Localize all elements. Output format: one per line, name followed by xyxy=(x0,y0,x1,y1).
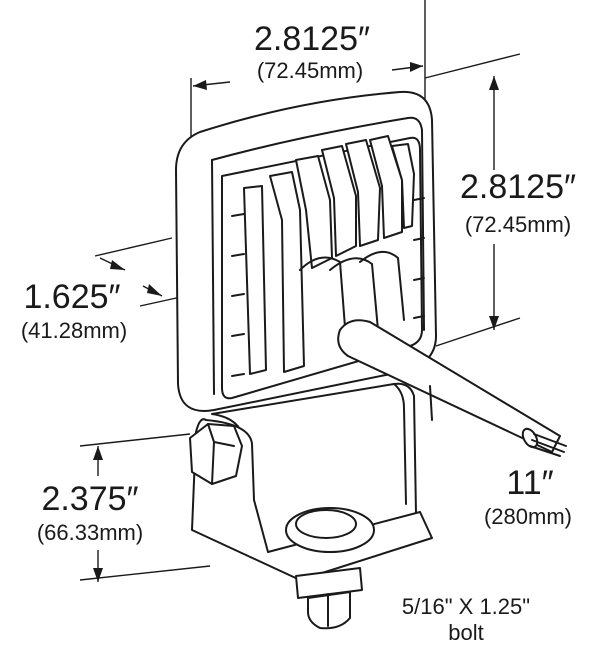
side-height-metric: (72.45mm) xyxy=(465,212,571,237)
pivot-knob xyxy=(189,423,243,485)
mounting-bolt xyxy=(295,567,363,630)
top-width-imperial: 2.8125″ xyxy=(254,20,370,58)
cable-length-metric: (280mm) xyxy=(484,504,572,529)
top-width-metric: (72.45mm) xyxy=(257,58,363,83)
power-cable xyxy=(337,319,567,457)
mounting-bracket xyxy=(189,382,433,581)
base-washer xyxy=(285,507,375,553)
depth-metric: (41.28mm) xyxy=(21,318,127,343)
right-mounting-tabs xyxy=(413,197,425,319)
bolt-spec-label: 5/16" X 1.25" xyxy=(402,594,530,619)
mount-height-metric: (66.33mm) xyxy=(37,520,143,545)
cable-length-imperial: 11″ xyxy=(506,464,553,502)
cooling-fins xyxy=(243,135,415,375)
depth-imperial: 1.625″ xyxy=(23,278,120,316)
left-mounting-tabs xyxy=(231,213,245,377)
bolt-word-label: bolt xyxy=(448,620,483,645)
side-height-dimension-line xyxy=(424,53,521,347)
side-height-imperial: 2.8125″ xyxy=(460,168,576,206)
mount-height-dimension-line xyxy=(79,433,211,582)
mount-height-imperial: 2.375″ xyxy=(41,480,138,518)
